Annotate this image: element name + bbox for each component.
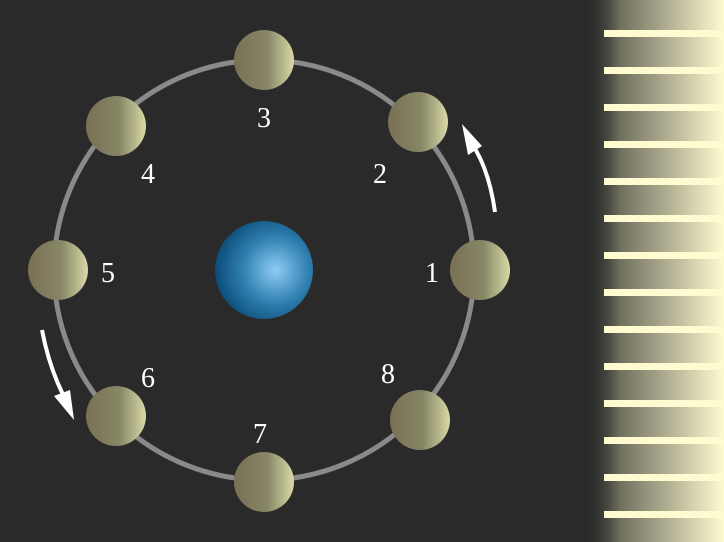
moon-position-7 <box>234 452 294 512</box>
orbit-direction-arrow-right-head <box>462 124 482 155</box>
moon-position-2 <box>388 92 448 152</box>
sun-ray <box>604 141 724 148</box>
moons-group <box>28 30 510 512</box>
sun-ray <box>604 252 724 259</box>
moon-position-6 <box>86 386 146 446</box>
sun-ray <box>604 104 724 111</box>
moon-position-8 <box>390 390 450 450</box>
phase-label-5: 5 <box>101 258 115 289</box>
moon-position-1 <box>450 240 510 300</box>
sun-ray <box>604 215 724 222</box>
sun-ray <box>604 178 724 185</box>
sun-ray <box>604 289 724 296</box>
sun-ray <box>604 400 724 407</box>
orbit-direction-arrow-left-head <box>54 390 74 420</box>
earth <box>215 221 313 319</box>
sun-rays <box>604 30 724 518</box>
moon-position-4 <box>86 96 146 156</box>
phase-label-6: 6 <box>141 363 155 394</box>
phase-label-3: 3 <box>257 103 271 134</box>
moon-position-5 <box>28 240 88 300</box>
phase-labels: 1 2 3 4 5 6 7 8 <box>101 103 439 450</box>
sun-ray <box>604 437 724 444</box>
sun-ray <box>604 67 724 74</box>
phase-label-4: 4 <box>141 159 155 190</box>
phase-label-1: 1 <box>425 258 439 289</box>
moon-position-3 <box>234 30 294 90</box>
sun-ray <box>604 511 724 518</box>
phase-label-8: 8 <box>381 359 395 390</box>
sunlight-band <box>585 0 724 542</box>
sun-ray <box>604 363 724 370</box>
sun-ray <box>604 30 724 37</box>
phase-label-7: 7 <box>253 419 267 450</box>
phase-label-2: 2 <box>373 159 387 190</box>
sun-ray <box>604 474 724 481</box>
sun-ray <box>604 326 724 333</box>
